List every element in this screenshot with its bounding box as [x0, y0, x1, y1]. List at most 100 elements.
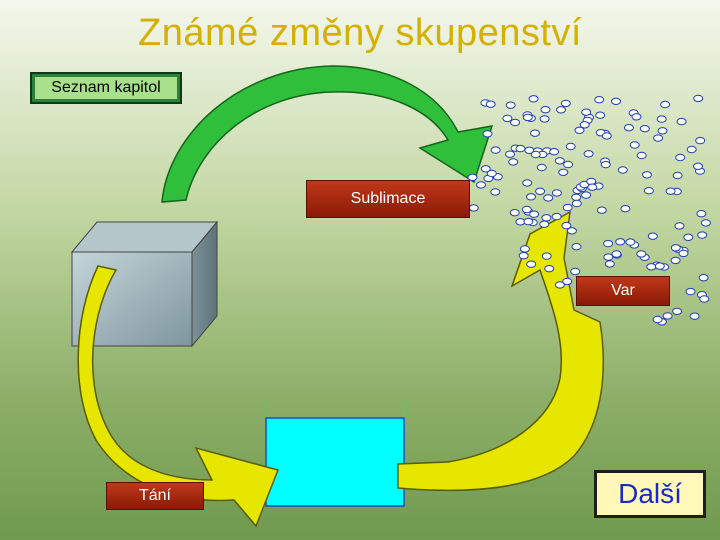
molecule-icon	[615, 238, 626, 246]
molecule-icon	[522, 113, 533, 122]
molecule-icon	[662, 312, 673, 320]
molecule-icon	[530, 129, 540, 137]
molecule-icon	[536, 163, 547, 172]
molecule-icon	[565, 142, 576, 151]
molecule-icon	[467, 173, 478, 182]
molecule-icon	[623, 124, 634, 132]
molecule-icon	[595, 111, 606, 119]
molecule-icon	[561, 221, 572, 230]
molecule-icon	[518, 252, 529, 260]
molecule-icon	[528, 95, 539, 103]
molecule-icon	[652, 315, 663, 324]
molecule-icon	[689, 312, 700, 320]
molecule-icon	[505, 150, 515, 158]
molecule-icon	[699, 295, 710, 303]
molecule-icon	[698, 274, 709, 282]
molecule-icon	[519, 245, 530, 253]
molecule-icon	[629, 141, 640, 149]
molecule-icon	[544, 265, 555, 273]
molecule-icon	[549, 148, 560, 156]
chapters-button-label: Seznam kapitol	[35, 77, 177, 99]
molecule-icon	[676, 117, 687, 126]
molecule-icon	[625, 238, 636, 246]
molecule-icon	[541, 252, 552, 260]
molecule-icon	[540, 106, 551, 114]
molecule-icon	[558, 168, 569, 177]
molecule-icon	[587, 183, 598, 191]
molecule-icon	[505, 101, 516, 109]
molecule-icon	[678, 249, 689, 258]
molecule-icon	[566, 227, 577, 235]
molecule-icon	[603, 239, 614, 248]
molecule-icon	[468, 204, 479, 212]
molecule-icon	[579, 121, 590, 129]
molecule-icon	[685, 287, 696, 296]
molecule-icon	[571, 243, 582, 251]
molecule-icon	[653, 134, 664, 142]
molecule-icon	[562, 277, 573, 286]
molecule-icon	[476, 181, 486, 189]
molecule-icon	[482, 130, 493, 138]
molecule-icon	[526, 193, 536, 201]
boiling-arrow	[397, 210, 604, 492]
molecule-icon	[639, 125, 650, 133]
molecule-icon	[670, 256, 681, 265]
molecule-icon	[611, 250, 622, 258]
molecule-icon	[674, 222, 685, 230]
sublimation-label: Sublimace	[306, 180, 470, 218]
molecule-icon	[672, 171, 683, 180]
molecule-icon	[485, 100, 496, 108]
molecule-icon	[611, 97, 621, 106]
molecule-icon	[700, 219, 711, 227]
molecule-icon	[571, 193, 582, 202]
molecule-icon	[654, 262, 665, 270]
molecule-icon	[596, 206, 607, 214]
molecule-icon	[656, 115, 667, 123]
molecule-icon	[551, 189, 562, 197]
sublimation-arrow	[161, 65, 494, 203]
molecule-icon	[643, 187, 654, 195]
molecule-icon	[510, 118, 521, 127]
molecule-icon	[490, 188, 501, 196]
next-button[interactable]: Další	[594, 470, 706, 518]
molecule-icon	[675, 153, 686, 162]
molecule-icon	[657, 127, 668, 135]
molecule-icon	[515, 144, 526, 153]
molecule-icon	[490, 146, 501, 154]
molecule-icon	[521, 205, 532, 214]
molecule-icon	[526, 260, 537, 268]
molecule-icon	[601, 132, 612, 140]
molecule-icon	[486, 169, 497, 178]
molecule-icon	[556, 106, 566, 114]
molecule-icon	[686, 145, 697, 154]
molecule-icon	[600, 160, 611, 169]
molecule-icon	[571, 199, 582, 208]
molecule-icon	[583, 150, 594, 158]
molecule-icon	[670, 244, 681, 252]
molecule-icon	[539, 220, 550, 228]
molecule-icon	[617, 166, 628, 174]
molecule-icon	[529, 210, 540, 218]
molecule-icon	[603, 253, 614, 261]
page-title: Známé změny skupenství	[138, 12, 582, 54]
molecule-icon	[672, 307, 683, 315]
molecule-icon	[636, 151, 647, 160]
molecule-icon	[535, 187, 546, 196]
molecule-icon	[562, 203, 573, 212]
molecule-icon	[530, 150, 541, 159]
molecule-icon	[570, 267, 581, 276]
molecule-icon	[563, 160, 574, 169]
melting-arrow	[77, 265, 280, 528]
molecule-icon	[554, 281, 565, 289]
molecule-icon	[660, 100, 671, 109]
molecule-icon	[554, 157, 565, 165]
chapters-button[interactable]: Seznam kapitol	[30, 72, 182, 104]
molecule-icon	[508, 158, 519, 166]
molecule-icon	[509, 209, 520, 217]
molecule-icon	[646, 263, 657, 271]
molecule-icon	[642, 171, 652, 179]
molecule-icon	[604, 260, 615, 268]
molecule-icon	[480, 165, 491, 173]
molecule-icon	[695, 136, 706, 145]
molecule-icon	[697, 231, 708, 239]
